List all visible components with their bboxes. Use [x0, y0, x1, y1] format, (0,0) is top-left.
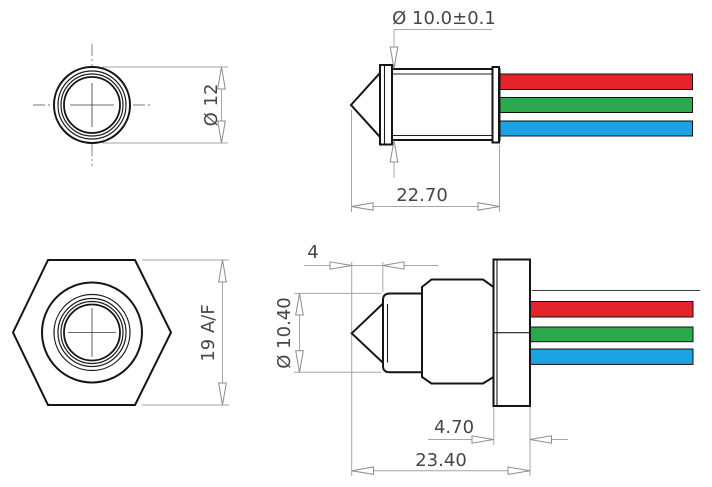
lead-wires — [529, 290, 700, 365]
arrowhead-up — [295, 293, 304, 316]
wire-green — [499, 97, 693, 113]
thread-root-circle — [60, 73, 124, 137]
dimension-tip-length: 4 — [304, 242, 438, 270]
dimension-diameter-12: Ø 12 — [102, 66, 228, 144]
wire-blue — [529, 348, 694, 365]
dim-label-tip-length: 4 — [307, 242, 318, 263]
arrowhead-up — [218, 259, 227, 283]
tip-collar — [379, 64, 393, 146]
lead-wires — [499, 73, 693, 137]
dimension-length-2270: 22.70 — [351, 110, 500, 212]
dim-label-flange-width: 4.70 — [434, 417, 474, 438]
arrowhead-right — [477, 202, 500, 211]
dim-label-length-2270: 22.70 — [396, 185, 448, 206]
arrowhead-down — [217, 120, 226, 144]
cone-tip — [350, 301, 384, 366]
arrowhead-left — [351, 202, 374, 211]
dim-label-diameter-12: Ø 12 — [201, 84, 222, 127]
cone-base-circle — [63, 303, 121, 362]
arrowhead-right — [507, 466, 531, 475]
thread-root-circle — [60, 300, 124, 365]
dimension-across-flats: 19 A/F — [142, 259, 229, 406]
hex-body-side — [421, 278, 495, 385]
arrowhead-down — [389, 46, 399, 69]
arrowhead-left — [382, 261, 405, 270]
arrowhead-left — [529, 435, 552, 444]
flange-circle — [53, 293, 131, 372]
threaded-side-view: 22.70 Ø 10.0±0.1 — [349, 8, 693, 212]
threaded-front-view: Ø 12 — [33, 44, 228, 166]
dim-label-across-flats: 19 A/F — [198, 304, 219, 361]
dim-label-total-length: 23.40 — [415, 450, 467, 471]
dimension-total-length: 23.40 — [351, 450, 531, 475]
end-cap — [491, 66, 500, 144]
dim-label-thread-diameter: Ø 10.0±0.1 — [392, 8, 496, 29]
cone-tip — [349, 70, 381, 140]
threaded-body — [391, 68, 501, 141]
wire-red — [529, 301, 694, 318]
thread-crest-circle — [57, 70, 127, 140]
arrowhead-down — [295, 350, 304, 373]
wire-blue — [499, 120, 693, 137]
arrowhead-right — [329, 261, 352, 270]
thread-crest-circle — [57, 297, 127, 368]
hex-side-view: 4 Ø 10.40 4.70 — [274, 242, 700, 476]
cone-base-circle — [63, 76, 121, 134]
arrowhead-down — [218, 382, 227, 406]
wire-green — [529, 326, 694, 343]
dimension-tip-diameter: Ø 10.40 — [274, 292, 381, 373]
dimension-flange-width: 4.70 — [428, 417, 568, 444]
tip-barrel — [382, 292, 423, 374]
arrowhead-up — [217, 66, 226, 90]
hex-front-view: 19 A/F — [11, 259, 229, 406]
arrowhead-left — [351, 466, 374, 475]
wire-red — [499, 73, 693, 90]
dimension-thread-diameter: Ø 10.0±0.1 — [389, 8, 496, 178]
arrowhead-right — [471, 435, 494, 444]
dim-label-tip-diameter: Ø 10.40 — [274, 297, 295, 368]
